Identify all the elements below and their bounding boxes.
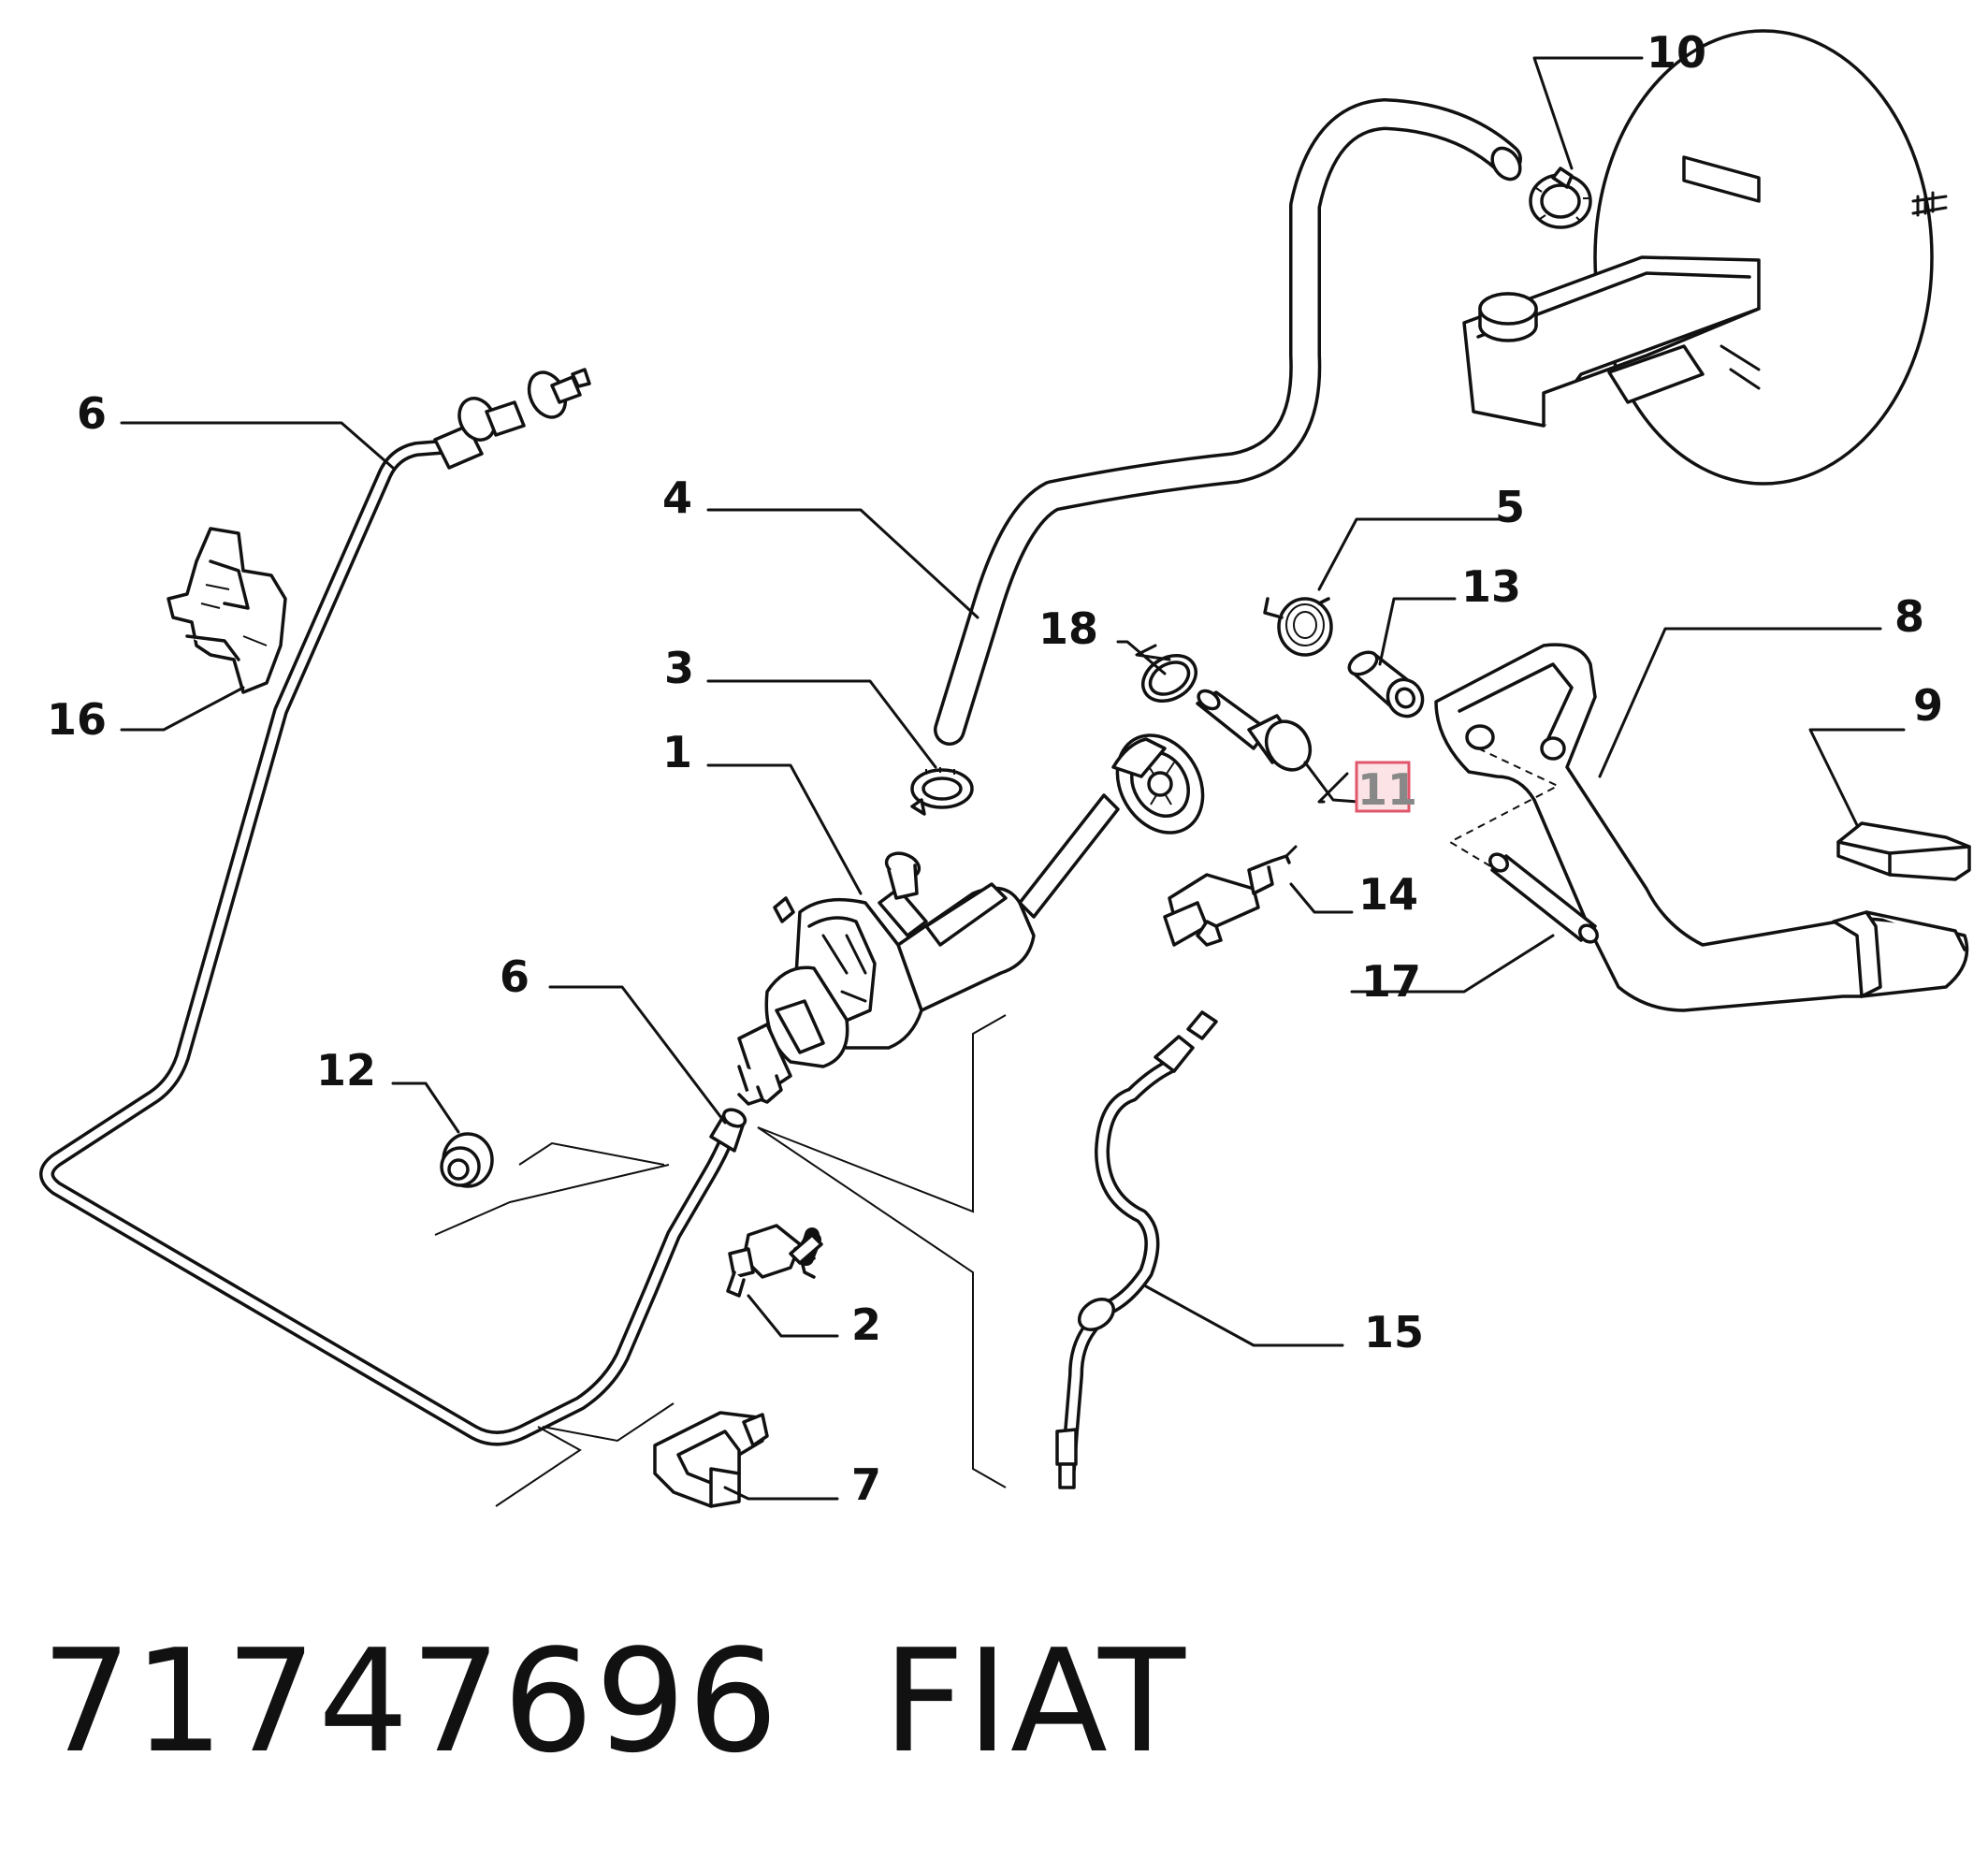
- callout-15: 15: [1364, 1307, 1424, 1357]
- clutch-pedal-part-8: [1434, 643, 1969, 1012]
- callout-10: 10: [1647, 27, 1706, 78]
- callout-13: 13: [1461, 561, 1521, 612]
- callout-14: 14: [1358, 869, 1418, 920]
- assembly-guide-lines: [434, 748, 1560, 1507]
- brake-servo-assembly: [1462, 29, 1948, 486]
- callout-1: 1: [662, 727, 692, 777]
- part-number-footer: 71747696 FIAT: [41, 1618, 1187, 1784]
- callout-7: 7: [851, 1459, 881, 1510]
- part-number: 71747696: [41, 1618, 780, 1784]
- bushing-part-13: [1347, 650, 1425, 719]
- callout-17: 17: [1361, 956, 1421, 1007]
- grommet-part-12: [440, 1132, 494, 1188]
- callout-numbers: 1 2 3 4 5 6 6 7 8 9 10 11 12 13 14 15 16…: [47, 27, 1943, 1510]
- connector-part-2: [726, 1224, 823, 1298]
- leader-lines: [120, 56, 1906, 1501]
- callout-3: 3: [664, 643, 694, 693]
- clutch-pipe-part-6-long: [39, 368, 747, 1446]
- sensor-cable-part-15: [1055, 1010, 1218, 1489]
- pedal-pad-part-9: [1836, 821, 1971, 881]
- callout-2: 2: [851, 1299, 881, 1350]
- callout-4: 4: [662, 472, 692, 523]
- pivot-bolt-part-11: [1196, 689, 1313, 772]
- brand-name: FIAT: [882, 1618, 1187, 1784]
- callout-12: 12: [316, 1045, 376, 1096]
- hose-clamp-part-3: [910, 767, 974, 816]
- callout-5: 5: [1495, 482, 1525, 532]
- callout-11-highlight: [1355, 761, 1411, 813]
- pipe-clip-part-16: [167, 527, 287, 694]
- callout-6-upper: 6: [77, 388, 107, 439]
- callout-18: 18: [1038, 603, 1098, 654]
- callout-11: 11: [1357, 764, 1417, 815]
- pin-part-17: [1488, 852, 1599, 944]
- vacuum-hose-part-4: [934, 98, 1522, 746]
- callout-9: 9: [1913, 680, 1943, 731]
- callout-8: 8: [1894, 591, 1924, 642]
- callout-6-lower: 6: [500, 951, 530, 1002]
- return-spring-part-5: [1263, 597, 1333, 657]
- callout-16: 16: [47, 694, 107, 745]
- pipe-clip-part-7: [653, 1411, 769, 1508]
- hose-clamp-part-10: [1529, 167, 1592, 229]
- pedal-switch-part-14: [1163, 845, 1298, 947]
- clutch-master-cylinder-part-1: [737, 733, 1205, 1106]
